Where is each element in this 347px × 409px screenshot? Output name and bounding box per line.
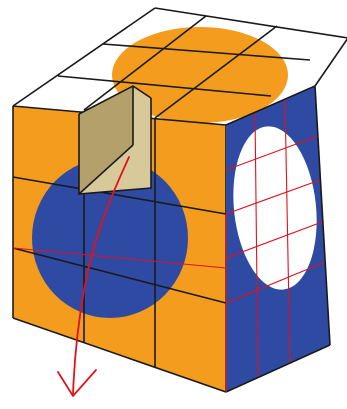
right-face: [226, 86, 330, 392]
arrow-head: [58, 370, 96, 396]
